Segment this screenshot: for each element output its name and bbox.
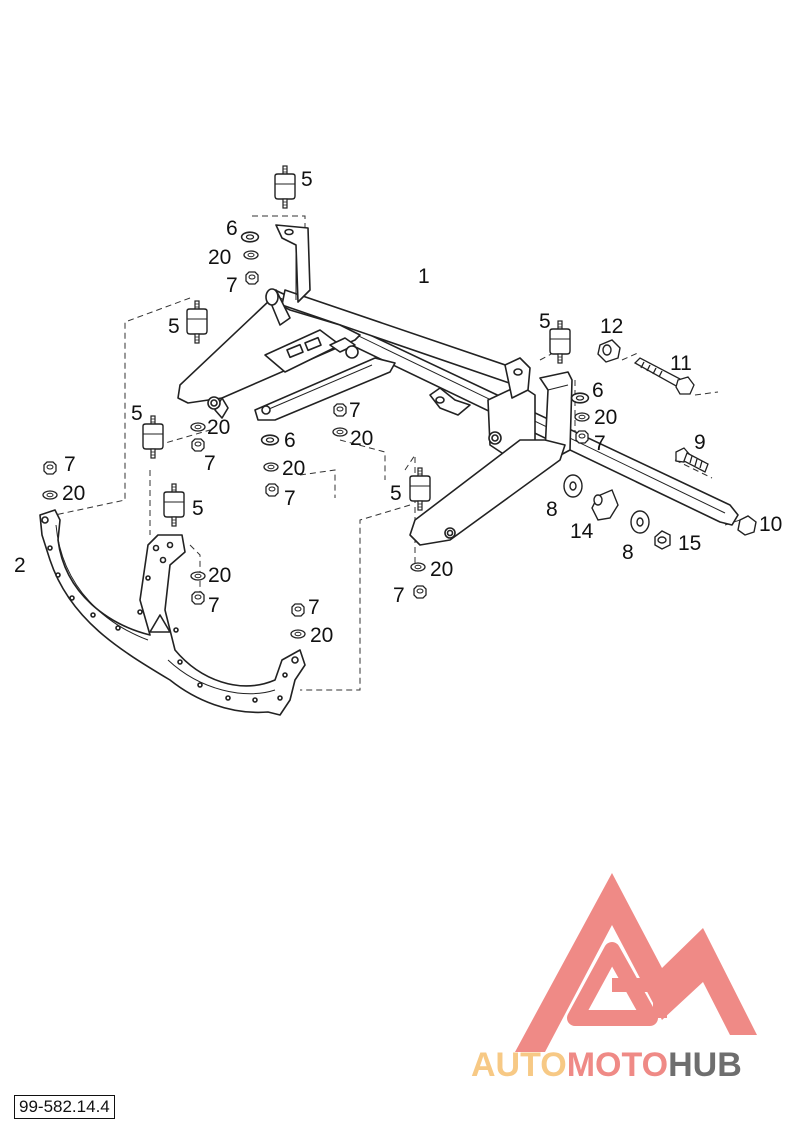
callout-20: 20 [208, 564, 231, 587]
mount-5-center [409, 467, 431, 511]
hardware [42, 165, 757, 639]
mount-5-top [274, 165, 296, 209]
callout-5: 5 [301, 168, 313, 191]
diagram-reference-number: 99-582.14.4 [14, 1095, 115, 1119]
washer-6 [260, 434, 280, 446]
callout-7: 7 [64, 453, 76, 476]
callout-20: 20 [310, 624, 333, 647]
callout-20: 20 [207, 416, 230, 439]
callout-7: 7 [226, 274, 238, 297]
callout-8: 8 [622, 541, 634, 564]
callout-7: 7 [208, 594, 220, 617]
washer-6 [570, 392, 590, 404]
mount-5-lower [163, 483, 185, 527]
callout-12: 12 [600, 315, 623, 338]
callout-20: 20 [594, 406, 617, 429]
callout-7: 7 [393, 584, 405, 607]
bushing-12 [597, 339, 621, 363]
callout-7: 7 [284, 487, 296, 510]
callout-15: 15 [678, 532, 701, 555]
callout-1: 1 [418, 265, 430, 288]
callout-6: 6 [226, 217, 238, 240]
callout-5: 5 [192, 497, 204, 520]
mount-5-right [549, 320, 571, 364]
bolt-9 [675, 447, 709, 473]
callout-6: 6 [284, 429, 296, 452]
callout-9: 9 [694, 431, 706, 454]
callout-5: 5 [539, 310, 551, 333]
callout-20: 20 [350, 427, 373, 450]
callout-5: 5 [390, 482, 402, 505]
callout-7: 7 [204, 452, 216, 475]
callout-20: 20 [430, 558, 453, 581]
callout-5: 5 [168, 315, 180, 338]
callout-7: 7 [594, 432, 606, 455]
main-frame [177, 224, 739, 546]
callout-labels: 1 2 5 5 5 5 5 5 6 6 6 7 7 7 7 7 7 7 7 7 … [14, 168, 782, 647]
callout-7: 7 [349, 399, 361, 422]
callout-5: 5 [131, 402, 143, 425]
bolt-15 [654, 530, 671, 550]
callout-8: 8 [546, 498, 558, 521]
mount-5-left [186, 300, 208, 344]
logo-text-auto: AUTO [471, 1046, 567, 1084]
callout-10: 10 [759, 513, 782, 536]
callout-11: 11 [670, 352, 692, 375]
callout-6: 6 [592, 379, 604, 402]
spacer-14 [591, 489, 619, 521]
washer-6 [240, 231, 260, 243]
bolt-11 [633, 357, 695, 395]
lower-bracket [39, 509, 306, 716]
logo-text-hub: HUB [668, 1046, 742, 1084]
callout-7: 7 [308, 596, 320, 619]
callout-14: 14 [570, 520, 594, 543]
callout-2: 2 [14, 554, 26, 577]
callout-20: 20 [62, 482, 85, 505]
cap-nut-10 [737, 515, 757, 536]
washer-8 [563, 474, 650, 534]
logo-text: AUTOMOTOHUB [471, 1046, 742, 1084]
callout-20: 20 [208, 246, 231, 269]
automotohub-logo: AUTOMOTOHUB [471, 873, 757, 1084]
logo-text-moto: MOTO [567, 1046, 668, 1084]
callout-20: 20 [282, 457, 305, 480]
mount-5-mid [142, 415, 164, 459]
